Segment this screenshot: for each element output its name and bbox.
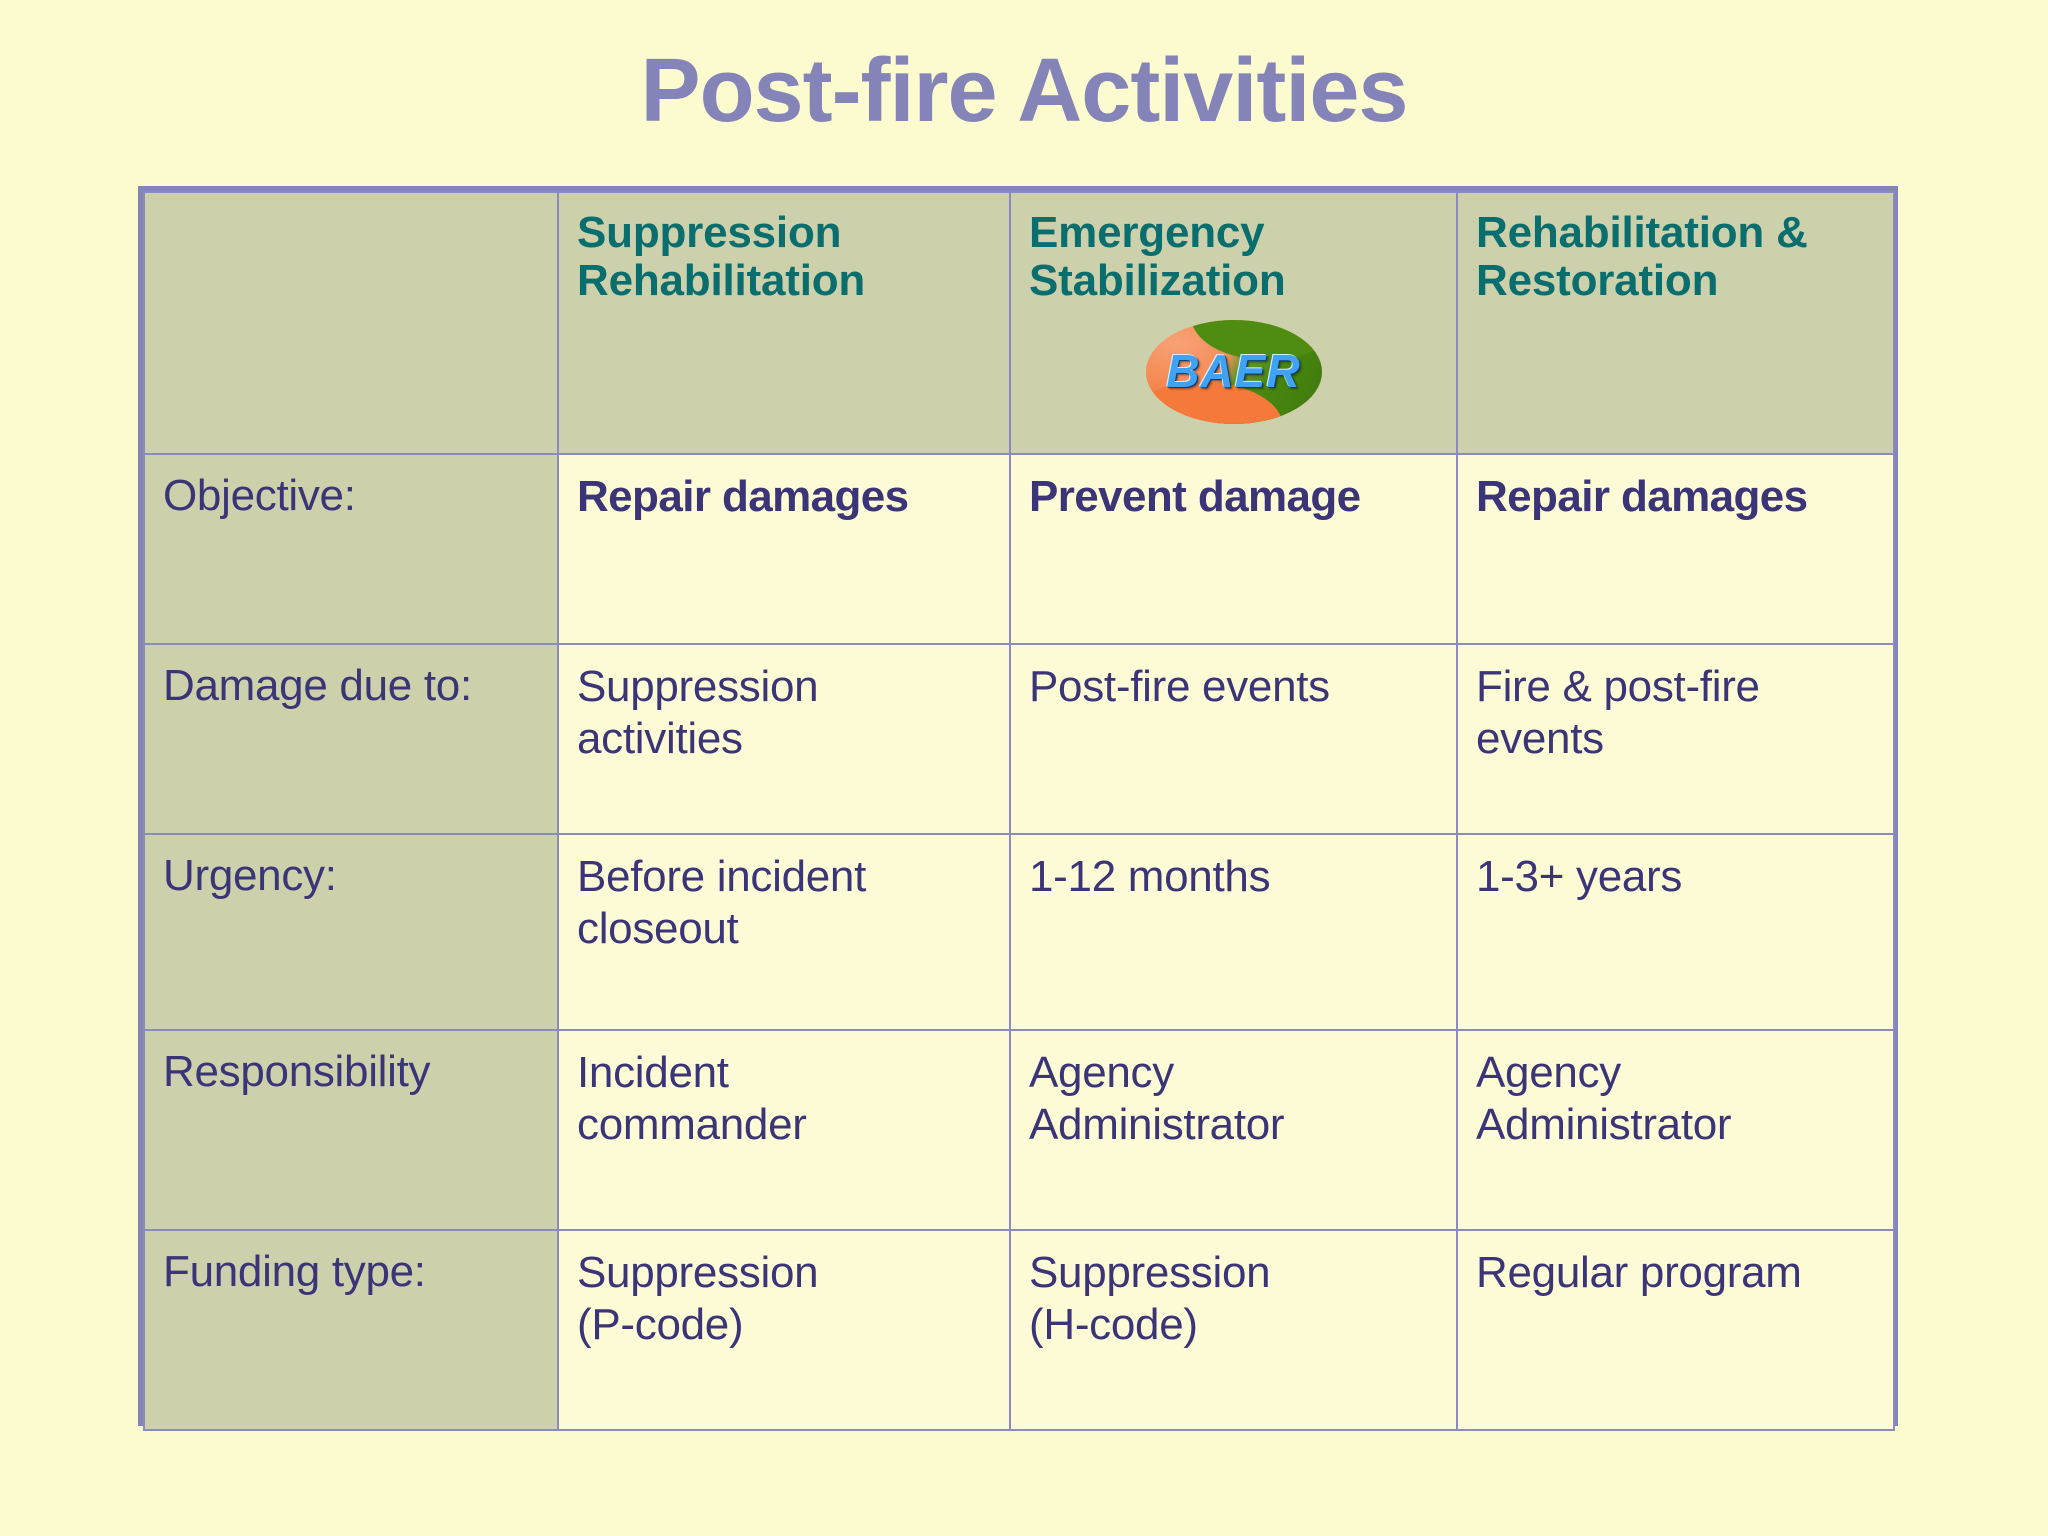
cell-funding-rehabilitation-restoration: Regular program [1456,1229,1895,1431]
row-label-urgency: Urgency: [143,833,559,1031]
cell-damage-emergency-stabilization: Post-fire events [1009,643,1458,835]
table-row: Funding type: Suppression (P-code) Suppr… [143,1229,1895,1431]
table-corner-cell [143,191,559,455]
baer-logo-icon: BAER [1145,320,1322,425]
cell-responsibility-rehabilitation-restoration: Agency Administrator [1456,1029,1895,1231]
table-row: Objective: Repair damages Prevent damage… [143,453,1895,645]
column-header-suppression-rehabilitation: Suppression Rehabilitation [557,191,1011,455]
cell-damage-rehabilitation-restoration: Fire & post-fire events [1456,643,1895,835]
cell-objective-rehabilitation-restoration: Repair damages [1456,453,1895,645]
column-header-rehabilitation-restoration: Rehabilitation & Restoration [1456,191,1895,455]
table-row: Damage due to: Suppression activities Po… [143,643,1895,835]
cell-responsibility-emergency-stabilization: Agency Administrator [1009,1029,1458,1231]
column-header-label: Suppression Rehabilitation [577,208,866,305]
cell-responsibility-suppression-rehabilitation: Incident commander [557,1029,1011,1231]
cell-funding-suppression-rehabilitation: Suppression (P-code) [557,1229,1011,1431]
cell-objective-emergency-stabilization: Prevent damage [1009,453,1458,645]
post-fire-activities-table: Suppression Rehabilitation Emergency Sta… [138,186,1898,1431]
cell-funding-emergency-stabilization: Suppression (H-code) [1009,1229,1458,1431]
baer-logo-text: BAER [1166,345,1301,398]
row-label-funding-type: Funding type: [143,1229,559,1431]
cell-urgency-suppression-rehabilitation: Before incident closeout [557,833,1011,1031]
table-header-row: Suppression Rehabilitation Emergency Sta… [143,191,1895,455]
cell-damage-suppression-rehabilitation: Suppression activities [557,643,1011,835]
row-label-damage-due-to: Damage due to: [143,643,559,835]
table-row: Responsibility Incident commander Agency… [143,1029,1895,1231]
cell-objective-suppression-rehabilitation: Repair damages [557,453,1011,645]
table-row: Urgency: Before incident closeout 1-12 m… [143,833,1895,1031]
column-header-label: Emergency Stabilization [1029,208,1286,305]
cell-urgency-emergency-stabilization: 1-12 months [1009,833,1458,1031]
comparison-table: Suppression Rehabilitation Emergency Sta… [143,191,1895,1431]
column-header-emergency-stabilization: Emergency Stabilization BAER [1009,191,1458,455]
row-label-responsibility: Responsibility [143,1029,559,1231]
row-label-objective: Objective: [143,453,559,645]
page-title: Post-fire Activities [640,41,1409,141]
column-header-label: Rehabilitation & Restoration [1476,208,1808,305]
cell-urgency-rehabilitation-restoration: 1-3+ years [1456,833,1895,1031]
